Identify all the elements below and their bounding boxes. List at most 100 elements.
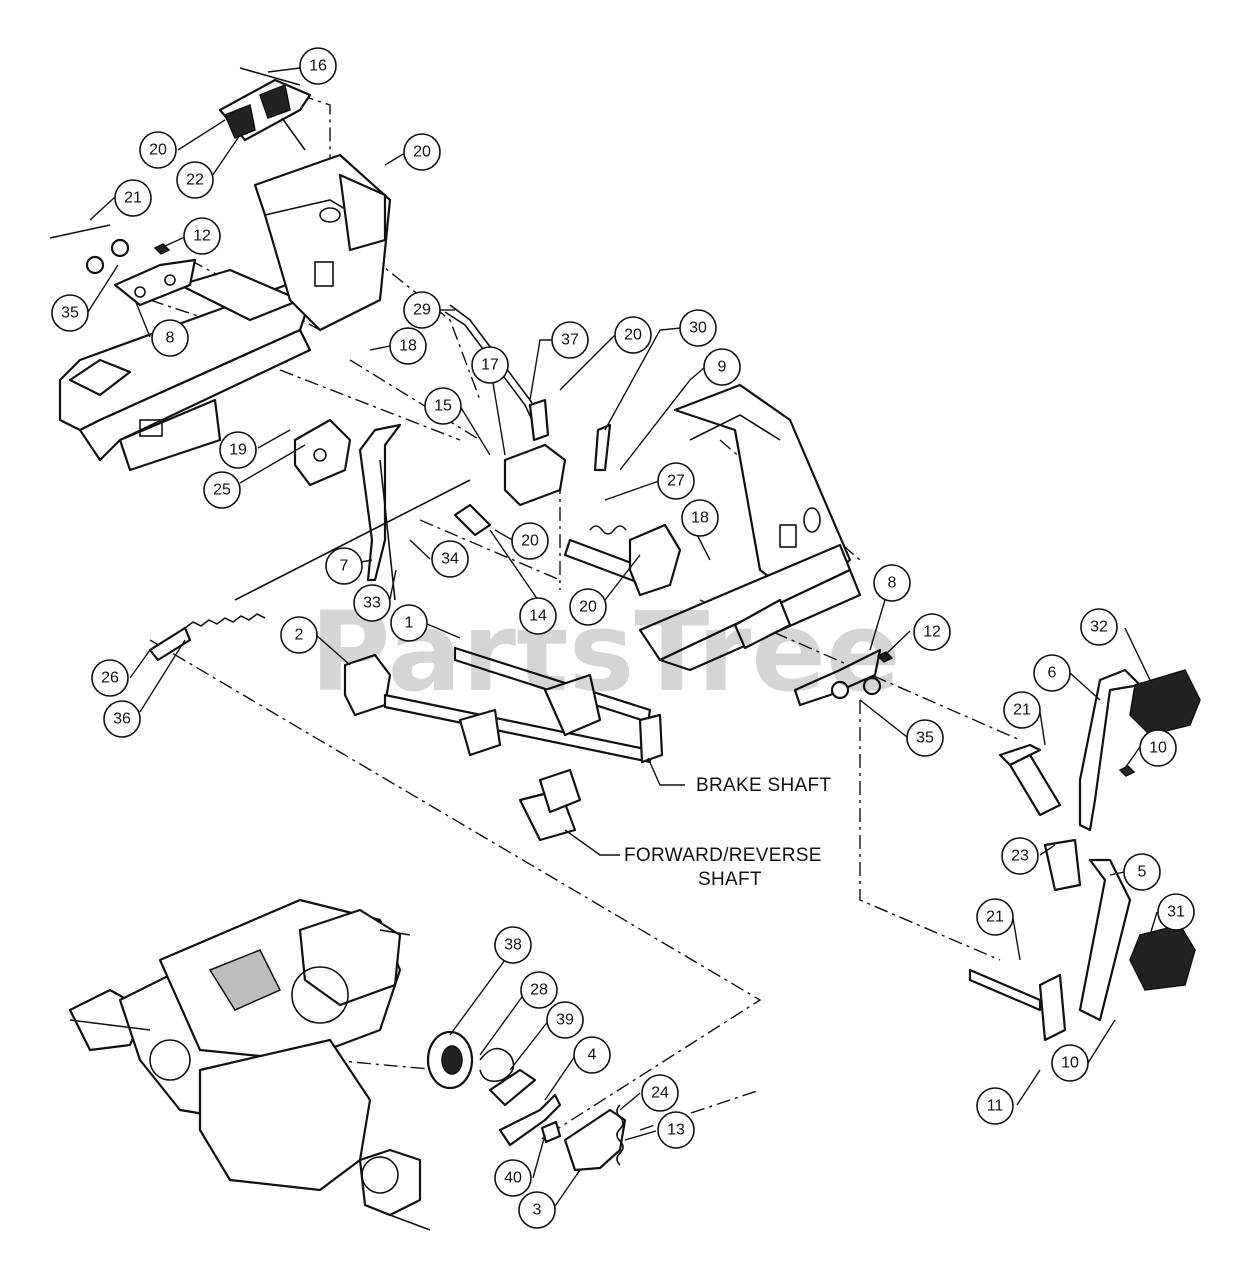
callout-c29: 29 [403,291,441,329]
callout-circle [299,47,337,85]
callout-circle [1003,691,1041,729]
callout-circle [494,926,532,964]
callout-c8a: 8 [151,319,189,357]
callout-number: 12 [923,624,941,641]
callout-c22: 22 [176,161,214,199]
callout-number: 13 [667,1122,685,1139]
callout-number: 1 [405,615,414,632]
callout-circle [976,898,1014,936]
callout-number: 21 [1013,702,1031,719]
callout-circle [1033,654,1071,692]
callout-number: 35 [61,305,79,322]
callout-c7: 7 [325,547,363,585]
callout-number: 33 [363,595,381,612]
callout-circle [1001,837,1039,875]
callout-circle [681,499,719,537]
callout-number: 35 [916,730,934,747]
callout-c36: 36 [103,700,141,738]
callout-circle [353,584,391,622]
callout-number: 20 [149,142,167,159]
right-bracket [793,648,894,707]
callout-c26: 26 [91,659,129,697]
callout-c21c: 21 [976,898,1014,936]
callout-number: 17 [481,357,499,374]
callout-number: 40 [504,1170,522,1187]
pedal-lower [968,838,1196,1042]
callout-number: 24 [651,1085,669,1102]
callout-c32: 32 [1080,608,1118,646]
callout-circle [280,616,318,654]
callout-number: 5 [1138,864,1147,881]
callout-number: 15 [434,398,452,415]
callout-circle [679,309,717,347]
callout-number: 19 [229,442,247,459]
callout-number: 21 [986,909,1004,926]
callout-circle [518,1191,556,1229]
central-linkage [293,304,682,601]
callout-circle [431,540,469,578]
callout-c39: 39 [546,1001,584,1039]
callout-number: 8 [166,330,175,347]
callout-circle [551,321,589,359]
callout-number: 22 [186,172,204,189]
callout-c18a: 18 [389,327,427,365]
callout-circle [873,564,911,602]
shafts [343,646,664,842]
callout-number: 36 [113,711,131,728]
callout-number: 20 [624,327,642,344]
callout-number: 37 [561,332,579,349]
callout-c13: 13 [657,1111,695,1149]
callout-c14: 14 [519,597,557,635]
transaxle [68,898,431,1231]
callout-c38: 38 [494,926,532,964]
callout-circle [520,971,558,1009]
callout-circle [325,547,363,585]
callout-c21a: 21 [114,179,152,217]
callout-circle [976,1087,1014,1125]
callout-circle [139,131,177,169]
callout-circle [390,604,428,642]
callout-number: 18 [399,338,417,355]
callout-c20c: 20 [614,316,652,354]
callout-circle [573,1036,611,1074]
callout-c6: 6 [1033,654,1071,692]
callout-number: 20 [413,144,431,161]
callout-circle [203,471,241,509]
callout-c35b: 35 [906,719,944,757]
callout-circle [183,217,221,255]
brake-cable [148,479,471,662]
callout-circle [1139,729,1177,767]
callout-circle [151,319,189,357]
callout-circle [1051,1044,1089,1082]
callout-circle [389,327,427,365]
callout-number: 30 [689,320,707,337]
callout-c37: 37 [551,321,589,359]
callout-number: 14 [529,608,547,625]
callout-number: 32 [1090,619,1108,636]
callout-number: 26 [101,670,119,687]
callout-c27: 27 [657,462,695,500]
callout-number: 2 [295,627,304,644]
callout-c20b: 20 [403,133,441,171]
callout-number: 3 [533,1202,542,1219]
callout-circle [219,431,257,469]
callout-c34: 34 [431,540,469,578]
callout-c25: 25 [203,471,241,509]
callout-circle [657,1111,695,1149]
callout-number: 23 [1011,848,1029,865]
callout-circle [494,1159,532,1197]
callout-circle [471,346,509,384]
callout-c17: 17 [471,346,509,384]
callout-circle [703,348,741,386]
callout-c10b: 10 [1051,1044,1089,1082]
callout-circle [641,1074,679,1112]
callout-c20a: 20 [139,131,177,169]
brake-shaft-label: BRAKE SHAFT [696,775,831,796]
callout-circle [403,291,441,329]
callout-circle [51,294,89,332]
callout-c23: 23 [1001,837,1039,875]
callout-number: 31 [1167,904,1185,921]
callout-c16a: 16 [299,47,337,85]
callout-number: 29 [413,302,431,319]
callout-c40: 40 [494,1159,532,1197]
